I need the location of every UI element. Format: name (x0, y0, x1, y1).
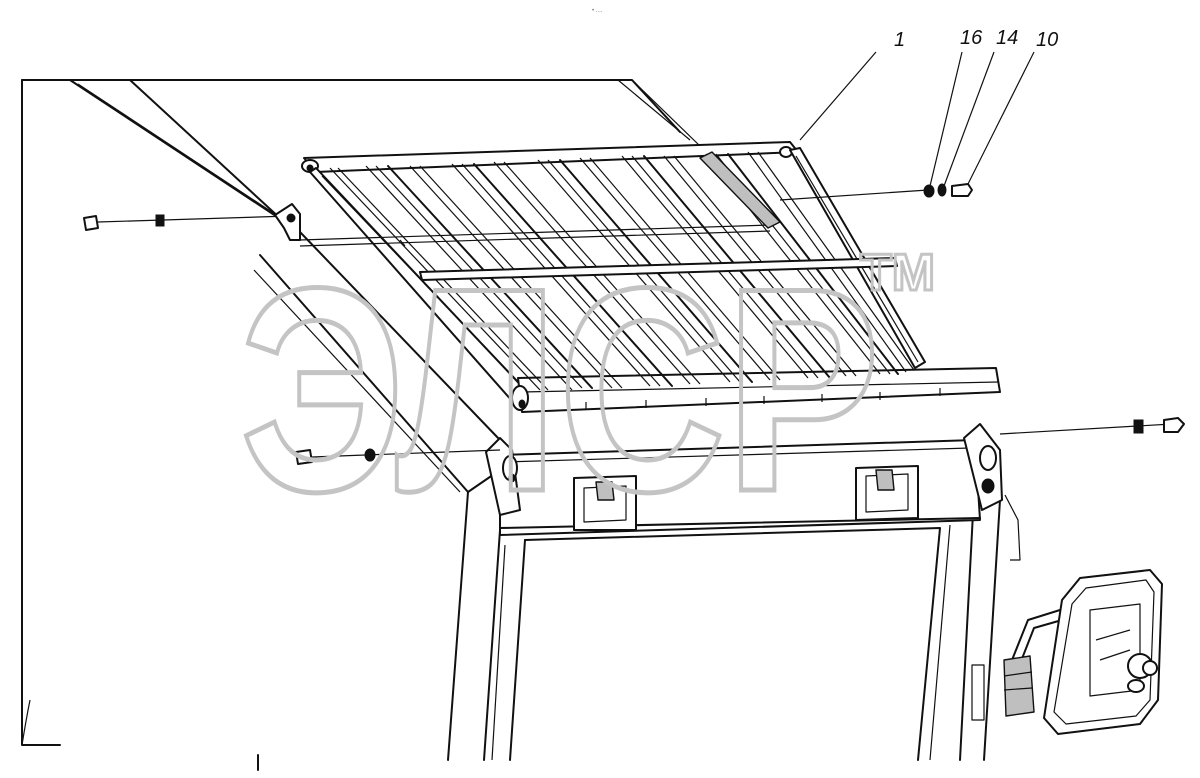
header-mark: • .... (592, 8, 603, 14)
callout-14: 14 (996, 27, 1018, 49)
watermark-text: ЭЛСР (240, 228, 880, 552)
watermark-trademark: TM (860, 244, 935, 302)
leader-lines (799, 51, 1035, 187)
callout-labels: 1 16 14 10 (894, 27, 1058, 51)
callout-16: 16 (960, 27, 983, 49)
watermark: ЭЛСР TM (238, 226, 937, 555)
fastener-right (999, 417, 1185, 435)
side-mirror (1003, 569, 1163, 735)
hinge-bracket-right (855, 465, 919, 521)
callout-1: 1 (894, 29, 905, 51)
callout-10: 10 (1036, 29, 1058, 51)
roof-grille (299, 141, 1001, 413)
fastener-top-right (779, 183, 973, 201)
hinge-bracket-left (573, 475, 637, 531)
cabin-body (21, 79, 1021, 771)
fastener-mid-left (295, 448, 501, 465)
fastener-top-left (83, 203, 301, 241)
